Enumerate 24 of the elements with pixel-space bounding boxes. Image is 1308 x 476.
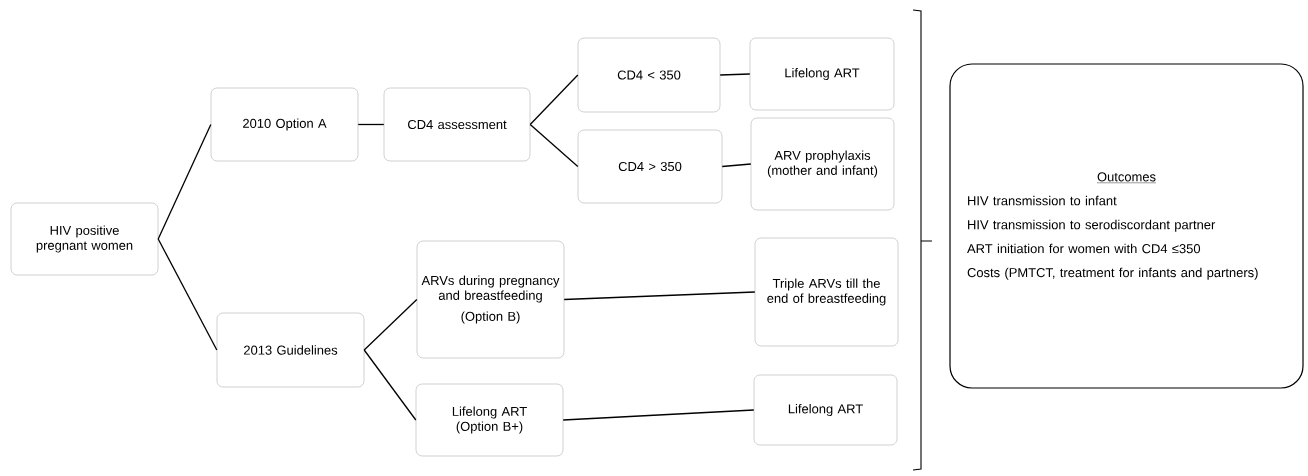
connector-line: [357, 123, 385, 126]
process-box: Lifelong ART (Option B+): [415, 383, 564, 457]
process-box: Lifelong ART: [749, 37, 895, 111]
process-box: Lifelong ART: [753, 374, 898, 446]
outcomes-panel: Outcomes HIV transmission to infant HIV transmission to serodiscordant partner ART initiation for women with CD4 ≤350 Costs (PMTCT, treatment for infants and partners): [949, 63, 1304, 389]
process-box: HIV positive pregnant women: [10, 202, 159, 276]
connector-line: [363, 349, 417, 421]
connector-line: [157, 238, 218, 351]
connector-line: [529, 74, 579, 126]
process-box: CD4 < 350: [577, 37, 721, 113]
process-box: CD4 > 350: [577, 129, 723, 204]
connector-line: [719, 73, 751, 76]
process-box: ARVs during pregnancy and breastfeeding (Option B): [416, 240, 565, 359]
process-box: 2013 Guidelines: [216, 312, 365, 388]
process-box: ARV prophylaxis (mother and infant): [750, 117, 895, 211]
process-box: 2010 Option A: [210, 87, 359, 162]
connector-line: [721, 163, 752, 168]
connector-line: [562, 409, 755, 421]
process-box: CD4 assessment: [383, 87, 531, 162]
connector-line: [363, 298, 418, 351]
process-box: Triple ARVs till the end of breastfeeding: [754, 237, 899, 347]
connector-line: [563, 291, 756, 301]
connector-line: [157, 123, 212, 240]
connector-line: [529, 123, 579, 168]
